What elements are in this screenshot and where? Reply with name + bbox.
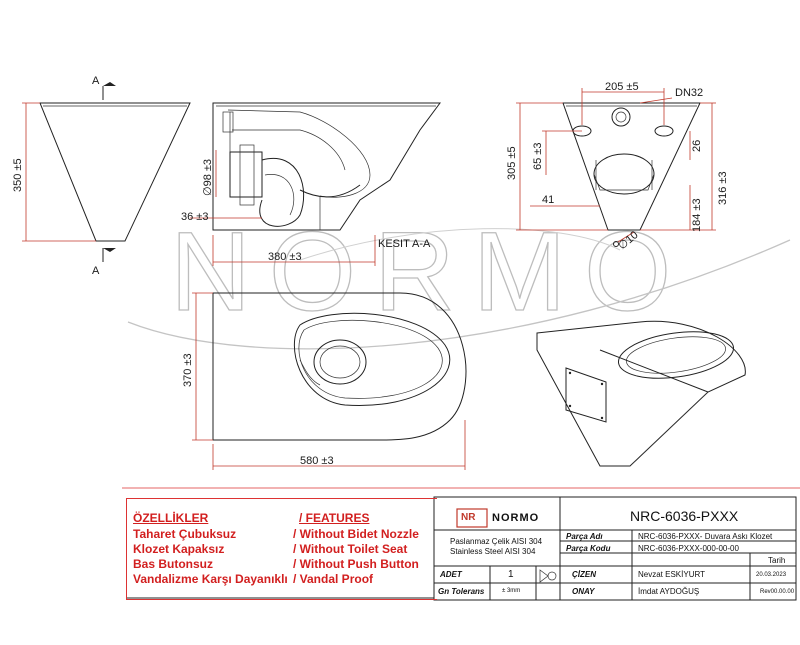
front-view-cone: A A 350 ±5 xyxy=(12,75,191,277)
feature-tr: Bas Butonsuz xyxy=(133,557,214,571)
dim-65: 65 ±3 xyxy=(532,143,544,170)
watermark-swoosh-2 xyxy=(299,228,621,261)
dim-580: 580 ±3 xyxy=(300,455,334,467)
logo-box xyxy=(456,508,488,528)
rev-label: Rev00.00.00 xyxy=(760,589,795,595)
tolerans-label: Gn Tolerans xyxy=(438,587,485,596)
adet-label: ADET xyxy=(440,570,462,579)
dim-26: 26 xyxy=(691,140,703,152)
parca-adi-value: NRC-6036-PXXX- Duvara Askı Klozet xyxy=(638,532,773,541)
dn32-label: DN32 xyxy=(675,87,703,99)
dim-316: 316 ±3 xyxy=(717,171,729,205)
rear-view: 205 ±5 DN32 305 ±5 65 ±3 26 316 ±3 184 ±… xyxy=(506,81,729,252)
logo-text: NORMO xyxy=(492,512,540,524)
section-label: KESIT A-A xyxy=(378,238,431,250)
cizen-value: Nevzat ESKİYURT xyxy=(638,570,705,579)
cizen-label: ÇİZEN xyxy=(572,570,596,579)
feature-en: / Vandal Proof xyxy=(293,572,374,586)
tolerans-value: ± 3mm xyxy=(502,588,521,594)
section-view: ∅98 ±3 36 ±3 380 ±3 KESIT A-A xyxy=(181,102,441,266)
feature-en: / Without Bidet Nozzle xyxy=(293,527,419,541)
dim-380: 380 ±3 xyxy=(268,251,302,263)
dim-98: ∅98 ±3 xyxy=(202,159,214,196)
parca-kodu-value: NRC-6036-PXXX-000-00-00 xyxy=(638,544,739,553)
title-block-frame xyxy=(122,487,800,601)
material-tr: Paslanmaz Çelik AISI 304 xyxy=(450,537,543,546)
adet-value: 1 xyxy=(508,569,514,580)
normo-watermark: NORMO xyxy=(170,209,689,334)
cizen-date: 20.03.2023 xyxy=(756,572,787,578)
code-big: NRC-6036-PXXX xyxy=(630,508,739,524)
isometric-view xyxy=(536,320,746,467)
top-view: 370 ±3 580 ±3 xyxy=(182,292,467,470)
dim-184: 184 ±3 xyxy=(691,198,703,232)
dim-370: 370 ±3 xyxy=(182,353,194,387)
features-header-en: / FEATURES xyxy=(299,511,370,525)
tarih-label: Tarih xyxy=(768,556,786,565)
watermark-swoosh xyxy=(127,239,791,350)
arrow-a-top-label: A xyxy=(92,75,100,87)
feature-tr: Vandalizme Karşı Dayanıklı xyxy=(133,572,288,586)
dim-41: 41 xyxy=(542,194,554,206)
onay-value: İmdat AYDOĞUŞ xyxy=(638,587,700,596)
arrow-a-bottom-label: A xyxy=(92,265,100,277)
feature-tr: Taharet Çubuksuz xyxy=(133,527,237,541)
feature-en: / Without Push Button xyxy=(293,557,419,571)
feature-en: / Without Toilet Seat xyxy=(293,542,408,556)
dim-205: 205 ±5 xyxy=(605,81,639,93)
dim-36: 36 ±3 xyxy=(181,211,208,223)
dim-305: 305 ±5 xyxy=(506,146,518,180)
dim-350: 350 ±5 xyxy=(12,158,24,192)
features-header-tr: ÖZELLİKLER xyxy=(133,511,209,525)
parca-adi-label: Parça Adı xyxy=(566,532,603,541)
feature-tr: Klozet Kapaksız xyxy=(133,542,225,556)
onay-label: ONAY xyxy=(572,587,595,596)
features-box: ÖZELLİKLER / FEATURES Taharet Çubuksuz /… xyxy=(126,498,437,600)
logo-mark: NR xyxy=(461,512,476,523)
parca-kodu-label: Parça Kodu xyxy=(566,544,611,553)
material-en: Stainless Steel AISI 304 xyxy=(450,547,536,556)
